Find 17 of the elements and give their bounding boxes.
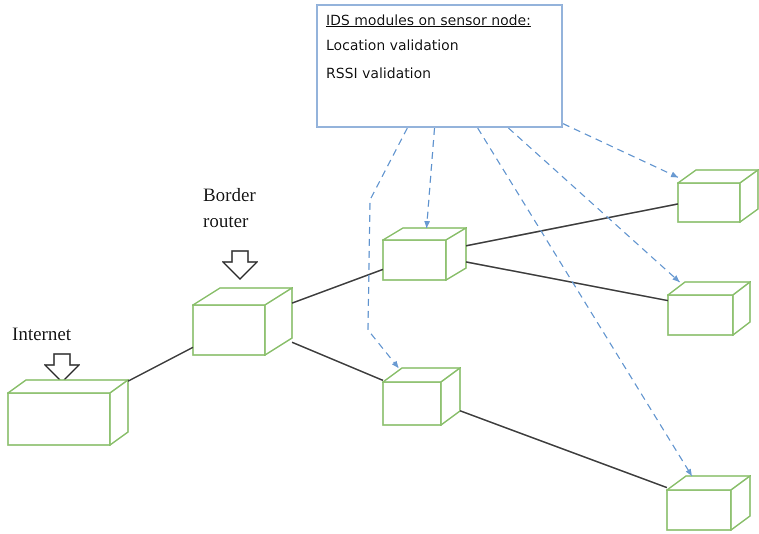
dashed-link [367,128,408,368]
box-heading: IDS modules on sensor node: [326,12,532,31]
dashed-link [508,128,680,282]
link-line [292,342,384,382]
node-label: Internet [12,323,72,347]
link-line [466,203,678,247]
node-label: Border router [203,184,257,234]
module-item: Location validation [326,37,460,56]
dashed-link [424,128,436,228]
link-line [460,410,668,488]
link-line [128,346,194,382]
module-item: RSSI validation [326,65,432,84]
link-line [466,261,668,302]
info-box [316,4,563,128]
dashed-link [477,128,692,476]
dashed-link [562,123,678,178]
link-line [292,268,384,304]
